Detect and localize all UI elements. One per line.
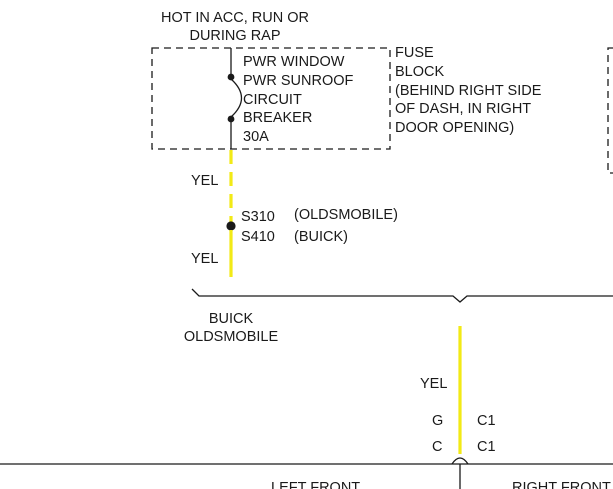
header-line-1: HOT IN ACC, RUN OR: [161, 10, 309, 26]
connector-pin-top: G: [432, 413, 443, 429]
breaker-label-4: BREAKER: [243, 110, 312, 126]
connector-pin-bottom: C: [432, 439, 442, 455]
branch-label-buick: BUICK: [209, 311, 254, 327]
splice-label-olds: (OLDSMOBILE): [294, 207, 398, 223]
fuse-block-outline: [151, 47, 391, 150]
splice-dot: [226, 221, 236, 231]
fuse-block-label-1: FUSE: [395, 45, 434, 61]
splice-id-buick: S410: [241, 229, 275, 245]
breaker-label-1: PWR WINDOW: [243, 54, 345, 70]
breaker-terminal-bottom: [227, 115, 235, 123]
bottom-label-right-front: RIGHT FRONT: [512, 480, 611, 489]
adjacent-component-outline: [607, 47, 613, 174]
fuse-block-label-5: DOOR OPENING): [395, 120, 514, 136]
breaker-terminal-top: [227, 73, 235, 81]
connector-name-top: C1: [477, 413, 496, 429]
lower-wire-color-label: YEL: [191, 251, 218, 267]
branch-label-oldsmobile: OLDSMOBILE: [184, 329, 279, 345]
fuse-block-label-2: BLOCK: [395, 64, 444, 80]
connector-name-bottom: C1: [477, 439, 496, 455]
breaker-rating: 30A: [243, 129, 269, 145]
fuse-block-label-4: OF DASH, IN RIGHT: [395, 101, 531, 117]
fuse-block-label-3: (BEHIND RIGHT SIDE: [395, 83, 542, 99]
bottom-label-left-front: LEFT FRONT: [271, 480, 360, 489]
right-wire-color-label: YEL: [420, 376, 447, 392]
connector-arc-symbol: [451, 457, 469, 465]
upper-wire-color-label: YEL: [191, 173, 218, 189]
splice-label-buick: (BUICK): [294, 229, 348, 245]
splice-id-olds: S310: [241, 209, 275, 225]
breaker-element: [230, 78, 243, 118]
breaker-label-2: PWR SUNROOF: [243, 73, 354, 89]
breaker-label-3: CIRCUIT: [243, 92, 302, 108]
header-line-2: DURING RAP: [189, 28, 280, 44]
branch-bracket: [191, 288, 613, 303]
